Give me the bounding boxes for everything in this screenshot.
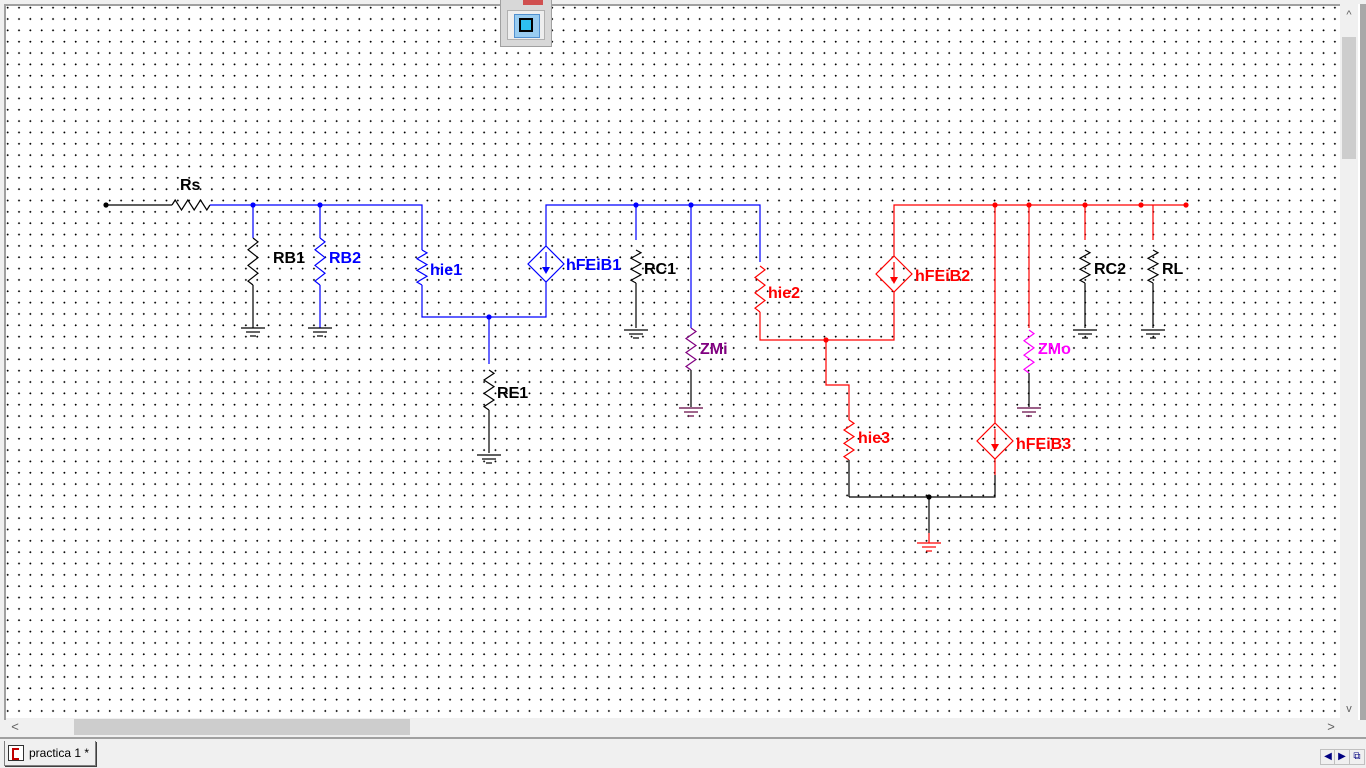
resistor-rb1	[247, 237, 259, 286]
component-label-rc1: RC1	[644, 261, 676, 278]
component-label-rb1: RB1	[273, 250, 305, 267]
component-label-hie3: hie3	[858, 430, 890, 447]
resistor-zmo	[1022, 329, 1036, 374]
arrow-icon	[542, 267, 550, 274]
wire	[253, 204, 423, 250]
tab-next-button[interactable]: ▶	[1334, 749, 1350, 765]
toolbar-button-frame	[507, 10, 545, 40]
component-label-zmi: ZMi	[700, 341, 728, 358]
resistor-rc1	[629, 249, 643, 284]
component-label-rl: RL	[1162, 261, 1184, 278]
schematic-file-icon	[8, 745, 24, 761]
junction-dot	[103, 202, 109, 208]
component-label-hfeib3: hFEiB3	[1016, 436, 1071, 453]
scroll-left-button[interactable]: <	[11, 719, 19, 734]
wire	[421, 282, 547, 318]
resistor-rc2	[1078, 249, 1092, 284]
resistor-hie3	[842, 419, 856, 461]
toolbar-close-strip[interactable]	[523, 0, 543, 5]
window-icon	[519, 18, 533, 32]
resistor-zmi	[684, 327, 698, 371]
wire	[825, 340, 850, 420]
wire	[849, 475, 996, 498]
arrow-icon	[890, 277, 898, 284]
floating-toolbar	[500, 0, 552, 47]
horizontal-scroll-thumb[interactable]	[74, 719, 410, 735]
document-tab-label: practica 1 *	[29, 746, 90, 760]
component-label-rc2: RC2	[1094, 261, 1126, 278]
junction-dot	[1183, 202, 1189, 208]
horizontal-scrollbar[interactable]: < >	[6, 718, 1340, 736]
junction-dot	[1138, 202, 1144, 208]
component-label-hie1: hie1	[430, 262, 462, 279]
resistor-re1	[482, 369, 496, 411]
wire	[545, 204, 761, 262]
arrow-icon	[991, 444, 999, 451]
resistor-rb2	[314, 237, 326, 286]
resistor-hie1	[415, 249, 429, 286]
current-source-hfeib1	[527, 245, 565, 283]
document-tab[interactable]: practica 1 *	[4, 741, 97, 766]
vertical-scrollbar[interactable]: ^ v	[1340, 6, 1358, 718]
wire	[893, 204, 1186, 256]
scroll-down-button[interactable]: v	[1346, 703, 1352, 715]
component-label-rb2: RB2	[329, 250, 361, 267]
component-label-re1: RE1	[497, 385, 528, 402]
scroll-right-button[interactable]: >	[1327, 719, 1335, 734]
component-label-hfeib2: hFEiB2	[915, 268, 970, 285]
scroll-up-button[interactable]: ^	[1346, 9, 1352, 21]
component-label-zmo: ZMo	[1038, 341, 1071, 358]
window-edge	[1358, 4, 1366, 720]
component-label-hie2: hie2	[768, 285, 800, 302]
resistor-hie2	[754, 265, 766, 313]
resistor-rs	[171, 198, 211, 212]
resistor-rl	[1146, 249, 1160, 284]
current-source-hfeib2	[875, 255, 913, 293]
vertical-scroll-thumb[interactable]	[1342, 37, 1356, 159]
tab-divider	[0, 737, 1366, 739]
component-label-rs: Rs	[180, 177, 201, 194]
tile-windows-button[interactable]: ⧉	[1349, 749, 1365, 765]
component-label-hfeib1: hFEiB1	[566, 257, 621, 274]
view-toggle-button[interactable]	[514, 14, 540, 38]
